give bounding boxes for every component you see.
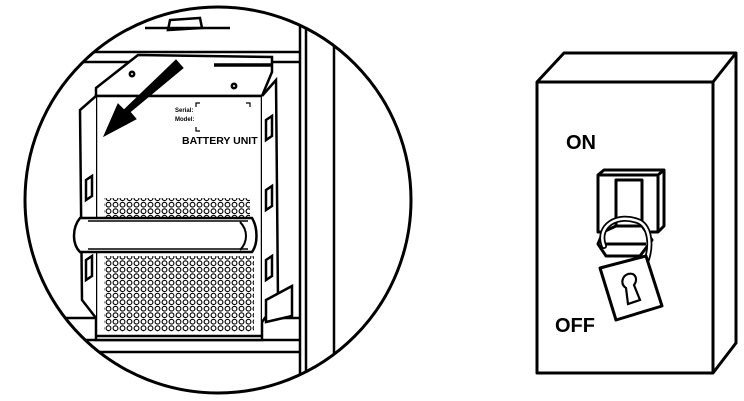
battery-handle <box>72 216 258 254</box>
switch-handle <box>596 168 666 258</box>
battery-label-area: Serial: Model: BATTERY UNIT <box>175 102 258 147</box>
switch-on-label: ON <box>566 132 596 154</box>
keyhole-icon <box>621 272 642 306</box>
battery-latch <box>264 283 294 324</box>
switch-off-label: OFF <box>555 315 595 337</box>
lower-vent-grille <box>104 256 254 332</box>
disconnect-switch-box: ON OFF <box>535 51 738 375</box>
magnifier-circle <box>23 5 413 395</box>
padlock-icon <box>598 215 664 322</box>
battery-detail-view: Serial: Model: BATTERY UNIT <box>23 5 413 395</box>
battery-cabinet-scene: Serial: Model: BATTERY UNIT <box>25 7 336 393</box>
battery-unit-label: BATTERY UNIT <box>182 135 258 147</box>
serial-label: Serial: <box>175 108 193 114</box>
removal-direction-arrow-icon <box>102 59 184 138</box>
model-label: Model: <box>175 117 194 123</box>
upper-vent-grille <box>104 198 250 220</box>
